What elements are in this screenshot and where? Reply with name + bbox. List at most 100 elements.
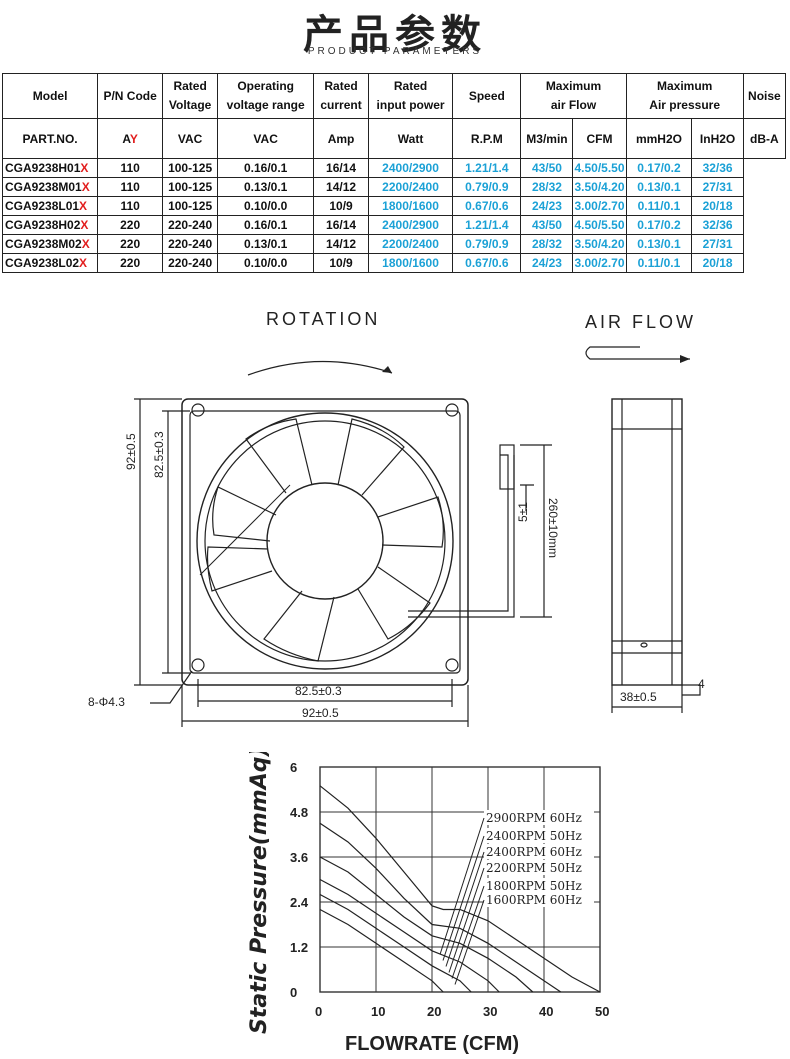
legend-box	[484, 860, 594, 875]
cell-rated_v: 220	[97, 253, 164, 273]
legend-box	[484, 828, 594, 843]
unit-rpm: R.P.M	[452, 118, 522, 159]
series-line	[319, 908, 444, 993]
header-pn-code: P/N Code	[97, 73, 164, 119]
cell-m3: 1.21/1.4	[452, 215, 522, 235]
unit-mmh2o: mmH2O	[625, 118, 693, 159]
cell-model: CGA9238L02X	[1, 253, 99, 273]
cell-watt: 16/14	[313, 215, 369, 235]
cell-mmh2o: 3.50/4.20	[572, 177, 627, 197]
series-line	[319, 785, 601, 993]
page-title: 产品参数	[303, 12, 487, 58]
cell-watt: 10/9	[313, 196, 369, 216]
dim-inner-width: 82.5±0.3	[295, 684, 342, 698]
series-line	[319, 893, 472, 993]
legend-leader	[454, 899, 485, 985]
cell-amp: 0.13/0.1	[217, 234, 315, 254]
dim-lead-length: 260±10mm	[546, 498, 560, 558]
cell-cfm: 24/23	[520, 253, 574, 273]
cell-inh2o: 0.13/0.1	[625, 177, 693, 197]
cell-amp: 0.10/0.0	[217, 196, 315, 216]
cell-db: 20/18	[691, 196, 744, 216]
dim-flange: 4	[698, 677, 705, 691]
x-tick-label: 50	[595, 1004, 609, 1019]
table-units-row: PART.NO. AY VAC VAC Amp Watt R.P.M M3/mi…	[1, 118, 787, 159]
fan-side-view	[611, 398, 683, 686]
cell-rpm: 2200/2400	[367, 177, 454, 197]
cell-range: 220-240	[162, 234, 219, 254]
legend-leader	[451, 885, 485, 979]
fan-drawing	[134, 346, 701, 727]
cell-inh2o: 0.17/0.2	[625, 158, 693, 178]
dim-outer-width: 92±0.5	[302, 706, 339, 720]
legend-leader	[439, 817, 485, 955]
unit-m3min: M3/min	[520, 118, 574, 159]
cell-rpm: 2400/2900	[367, 215, 454, 235]
fan-frame	[181, 398, 469, 686]
rotation-arrow	[247, 360, 393, 376]
cell-model: CGA9238M01X	[1, 177, 99, 197]
cell-model: CGA9238H02X	[1, 215, 99, 235]
y-tick-label: 2.4	[290, 895, 309, 910]
cell-m3: 0.67/0.6	[452, 196, 522, 216]
cell-db: 20/18	[691, 253, 744, 273]
y-tick-label: 1.2	[290, 940, 308, 955]
cell-db: 27/31	[691, 234, 744, 254]
unit-inh2o: InH2O	[691, 118, 744, 159]
unit-watt: Watt	[367, 118, 454, 159]
cell-amp: 0.13/0.1	[217, 177, 315, 197]
cell-rpm: 2200/2400	[367, 234, 454, 254]
cell-cfm: 28/32	[520, 177, 574, 197]
cell-watt: 14/12	[313, 177, 369, 197]
y-tick-label: 4.8	[290, 805, 308, 820]
header-noise: Noise	[742, 73, 787, 119]
fan-hub	[266, 482, 384, 600]
y-tick-label: 0	[290, 985, 297, 1000]
x-tick-label: 40	[539, 1004, 553, 1019]
legend-label: 2400RPM 50Hz	[486, 829, 582, 843]
cell-range: 100-125	[162, 196, 219, 216]
fan-ring	[196, 412, 454, 670]
legend-label: 2400RPM 60Hz	[486, 845, 582, 859]
cell-rated_v: 220	[97, 234, 164, 254]
rotation-label: ROTATION	[266, 309, 381, 329]
unit-dba: dB-A	[742, 118, 787, 159]
cell-rated_v: 110	[97, 177, 164, 197]
x-tick-label: 20	[427, 1004, 441, 1019]
page-subtitle: PRODUCT PARAMETERS	[307, 46, 483, 57]
legend-label: 2200RPM 50Hz	[486, 861, 582, 875]
cell-watt: 10/9	[313, 253, 369, 273]
unit-vac-range: VAC	[217, 118, 315, 159]
unit-cfm: CFM	[572, 118, 627, 159]
cell-cfm: 43/50	[520, 158, 574, 178]
y-tick-label: 6	[290, 760, 297, 775]
pn-code-cell: AY	[97, 118, 164, 159]
cell-inh2o: 0.17/0.2	[625, 215, 693, 235]
legend-leader	[448, 867, 485, 973]
cell-rpm: 1800/1600	[367, 253, 454, 273]
cell-db: 32/36	[691, 158, 744, 178]
cell-m3: 1.21/1.4	[452, 158, 522, 178]
chart-xlabel: FLOWRATE (CFM)	[345, 1033, 519, 1055]
cell-mmh2o: 4.50/5.50	[572, 158, 627, 178]
cell-amp: 0.10/0.0	[217, 253, 315, 273]
cell-inh2o: 0.13/0.1	[625, 234, 693, 254]
cell-mmh2o: 3.00/2.70	[572, 196, 627, 216]
series-line	[319, 856, 534, 993]
legend-label: 1600RPM 60Hz	[486, 893, 582, 907]
cell-cfm: 24/23	[520, 196, 574, 216]
y-tick-label: 3.6	[290, 850, 308, 865]
chart-ylabel: Static Pressure(mmAq)	[247, 752, 272, 1034]
unit-vac: VAC	[162, 118, 219, 159]
cell-rpm: 2400/2900	[367, 158, 454, 178]
cell-m3: 0.79/0.9	[452, 234, 522, 254]
cell-rated_v: 220	[97, 215, 164, 235]
